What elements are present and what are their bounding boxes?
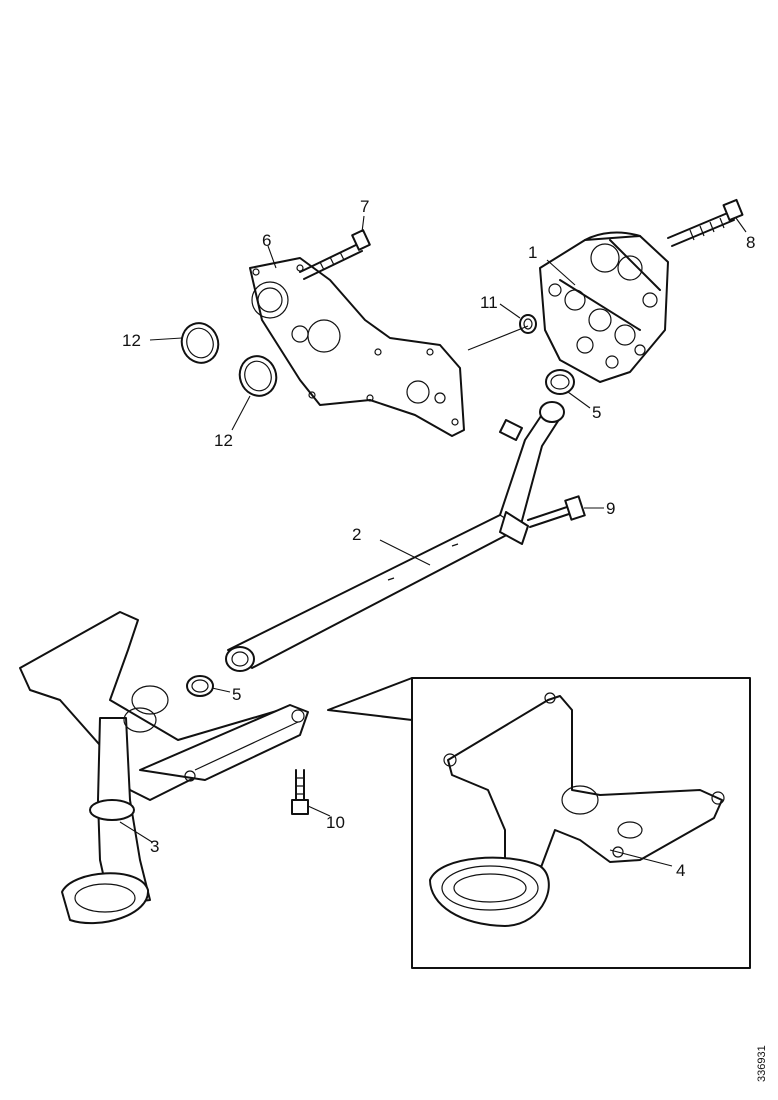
callout-9: 9	[606, 499, 615, 518]
callout-4: 4	[676, 861, 685, 880]
callout-10: 10	[326, 813, 345, 832]
oil-pump-body	[539, 231, 669, 383]
callout-6: 6	[262, 231, 271, 250]
callout-3: 3	[150, 837, 159, 856]
o-ring-12-lower	[238, 355, 278, 397]
callout-12-lower: 12	[214, 431, 233, 450]
cover-bolt-7	[299, 229, 371, 280]
pipe-bolt-9	[527, 495, 586, 528]
delivery-pipe	[225, 401, 565, 672]
callout-7: 7	[360, 197, 369, 216]
callout-12-upper: 12	[122, 331, 141, 350]
drawing-code: 336931	[756, 1045, 768, 1082]
o-ring-12-upper	[180, 322, 220, 364]
pump-bolt-8	[667, 198, 744, 247]
o-ring-5-lower	[186, 675, 214, 697]
o-ring-11	[519, 314, 537, 334]
callout-5-upper: 5	[592, 403, 601, 422]
pump-cover-plate	[249, 257, 465, 437]
leader-lines	[119, 215, 747, 867]
callout-2: 2	[352, 525, 361, 544]
strainer-bolt-10	[291, 769, 309, 815]
callout-1: 1	[528, 243, 537, 262]
o-ring-5-upper	[545, 369, 575, 395]
callout-5-lower: 5	[232, 685, 241, 704]
callout-11: 11	[480, 293, 498, 312]
detail-inset	[327, 677, 751, 969]
suction-pipe-strainer	[19, 611, 309, 925]
callout-8: 8	[746, 233, 755, 252]
